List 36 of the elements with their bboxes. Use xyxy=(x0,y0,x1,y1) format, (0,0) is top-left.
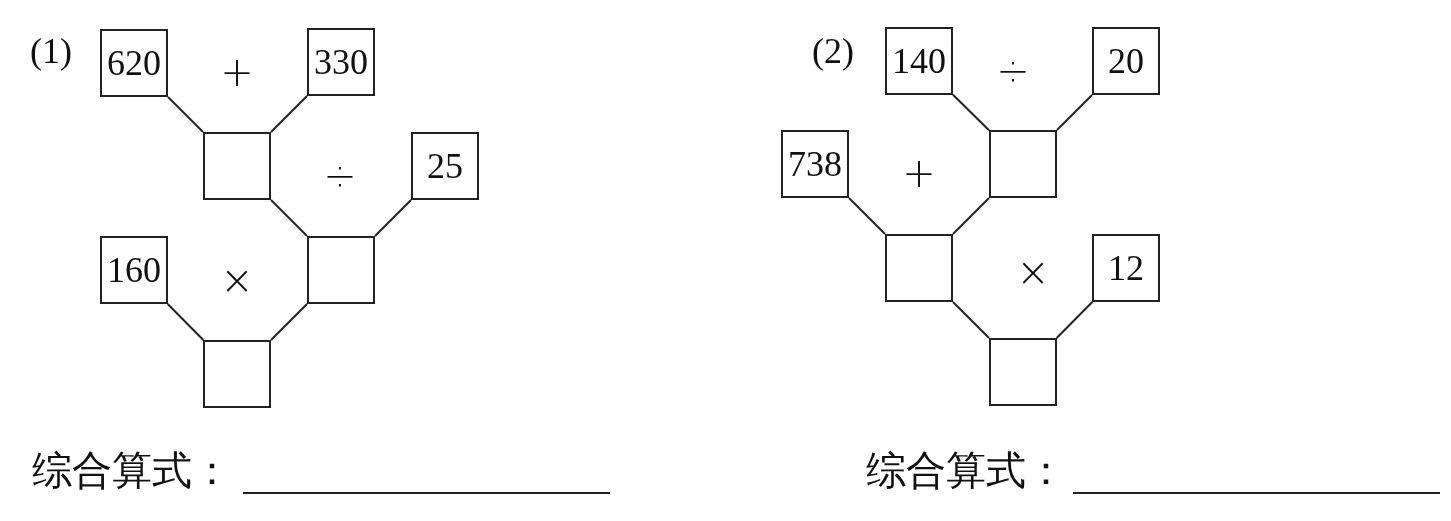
connector-line xyxy=(952,93,990,132)
answer-box xyxy=(203,340,271,408)
answer-box xyxy=(989,130,1057,198)
number-box: 25 xyxy=(411,132,479,200)
answer-box xyxy=(885,234,953,302)
operator-sign: + xyxy=(902,153,936,193)
number-box: 330 xyxy=(307,28,375,96)
operator-sign: ÷ xyxy=(996,50,1030,90)
operator-sign: × xyxy=(220,260,254,300)
answer-box xyxy=(203,132,271,200)
connector-line xyxy=(270,303,308,341)
number-box: 140 xyxy=(885,27,953,95)
number-box: 620 xyxy=(100,29,168,97)
answer-box xyxy=(989,338,1057,406)
number-box: 12 xyxy=(1092,234,1160,302)
connector-line xyxy=(166,303,205,341)
connector-line xyxy=(270,199,308,237)
number-box: 160 xyxy=(100,236,168,304)
connector-line xyxy=(270,95,308,133)
operator-sign: + xyxy=(220,52,254,92)
expression-prompt: 综合算式： xyxy=(32,450,232,490)
answer-box xyxy=(307,236,375,304)
connector-line xyxy=(848,197,886,235)
operator-sign: × xyxy=(1016,252,1050,292)
problem-number: (1) xyxy=(30,33,72,69)
operator-sign: ÷ xyxy=(323,155,357,195)
connector-line xyxy=(167,96,204,133)
connector-line xyxy=(952,301,990,339)
number-box: 20 xyxy=(1092,27,1160,95)
connector-line xyxy=(1055,301,1094,339)
connector-line xyxy=(1056,94,1093,131)
problem-number: (2) xyxy=(812,33,854,69)
number-box: 738 xyxy=(781,130,849,198)
connector-line xyxy=(952,197,990,235)
connector-line xyxy=(374,199,412,237)
expression-prompt: 综合算式： xyxy=(866,450,1066,490)
